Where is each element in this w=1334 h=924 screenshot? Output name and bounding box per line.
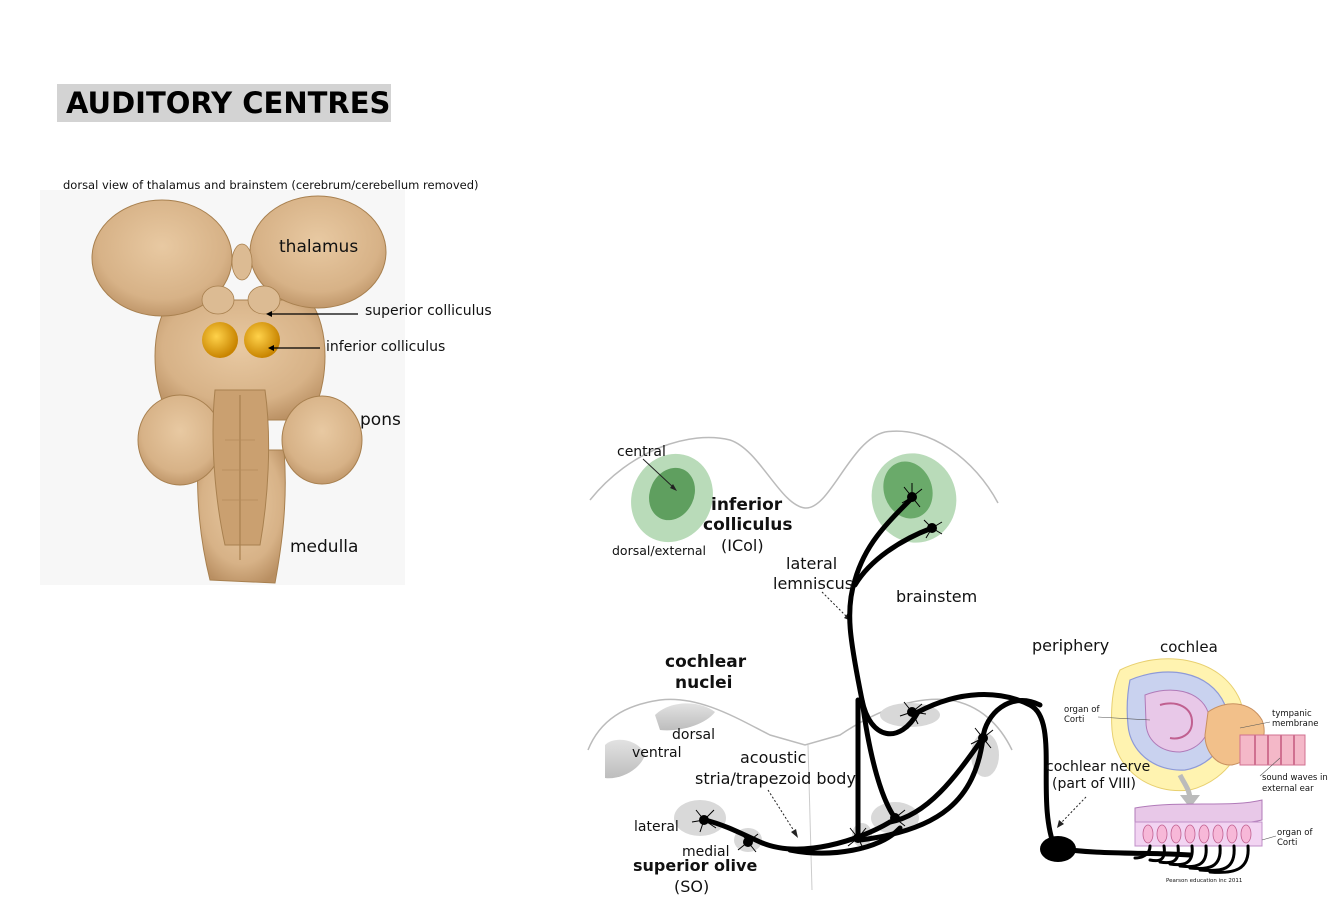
dorsal-external-label: dorsal/external <box>612 543 707 558</box>
sound-waves-label-1: sound waves in <box>1262 773 1328 783</box>
tympanic-membrane-label-2: membrane <box>1272 719 1319 729</box>
pons-label: pons <box>360 410 401 430</box>
thalamus-label: thalamus <box>279 237 359 257</box>
auditory-pathway <box>702 495 1193 858</box>
inferior-colliculus-title-2: colliculus <box>703 515 793 535</box>
inferior-colliculus-title-1: inferior <box>711 495 783 515</box>
so-abbrev-label: (SO) <box>674 877 710 896</box>
lateral-label: lateral <box>634 819 679 835</box>
cochlear-nerve-label-2: (part of VIII) <box>1052 776 1136 792</box>
page-title: AUDITORY CENTRES <box>66 86 391 120</box>
organ-of-corti-label-2b: Corti <box>1277 838 1298 848</box>
inferior-colliculus-label: inferior colliculus <box>326 339 446 355</box>
right-inferior-colliculus-shape <box>244 322 280 358</box>
dorsal-label: dorsal <box>672 727 715 743</box>
superior-olive-title: superior olive <box>633 856 758 875</box>
neuron-dendrites <box>691 483 994 853</box>
periphery-label: periphery <box>1032 636 1110 655</box>
medulla-label: medulla <box>290 537 359 557</box>
cochlear-nuclei-title-2: nuclei <box>675 673 733 693</box>
organ-of-corti-illustration <box>1133 799 1277 874</box>
sound-waves-label-2: external ear <box>1262 784 1314 794</box>
tympanic-membrane-label-1: tympanic <box>1272 709 1312 719</box>
dorsal-cochlear-nucleus-shape <box>655 703 715 731</box>
organ-of-corti-label-1b: Corti <box>1064 715 1085 725</box>
organ-of-corti-label-1a: organ of <box>1064 705 1100 715</box>
left-inferior-colliculus-shape <box>202 322 238 358</box>
right-superior-colliculus-shape <box>247 285 281 315</box>
image-credit: Pearson education inc 2011 <box>1166 878 1243 884</box>
ventral-cochlear-nucleus-shape <box>605 739 645 779</box>
left-icol-central-shape <box>649 467 695 521</box>
left-superior-colliculus-shape <box>201 285 235 315</box>
brainstem-column-shape <box>212 389 270 546</box>
stria-trapezoid-label: stria/trapezoid body <box>695 769 856 788</box>
cochlea-illustration <box>1097 658 1306 808</box>
spiral-ganglion-cell <box>1040 836 1076 862</box>
central-label: central <box>617 444 666 460</box>
ventral-label: ventral <box>632 745 682 761</box>
medial-label: medial <box>682 844 730 860</box>
brainstem-label: brainstem <box>896 587 978 606</box>
lateral-lemniscus-label-1: lateral <box>786 554 838 573</box>
left-peduncle-shape <box>137 394 223 486</box>
acoustic-label: acoustic <box>740 748 807 767</box>
brainstem-illustration <box>40 190 405 585</box>
right-icol-central-shape <box>883 461 933 519</box>
brain-caption: dorsal view of thalamus and brainstem (c… <box>63 178 479 192</box>
superior-colliculus-label: superior colliculus <box>365 303 492 319</box>
icol-abbrev-label: (ICol) <box>721 536 764 555</box>
right-peduncle-shape <box>281 395 363 485</box>
title-background <box>57 84 391 122</box>
cochlea-label: cochlea <box>1160 638 1218 656</box>
cochlear-nuclei-title-1: cochlear <box>665 652 747 672</box>
organ-of-corti-label-2a: organ of <box>1277 828 1313 838</box>
cochlear-nerve-label-1: cochlear nerve <box>1046 759 1151 775</box>
lateral-lemniscus-label-2: lemniscus <box>773 574 854 593</box>
